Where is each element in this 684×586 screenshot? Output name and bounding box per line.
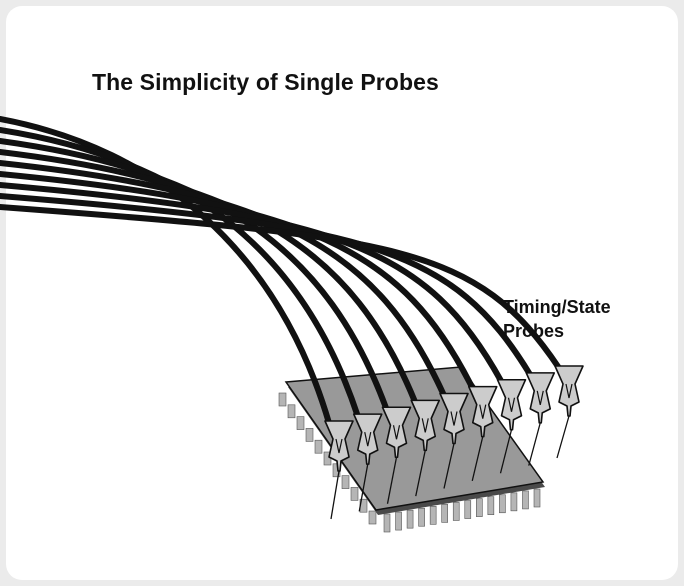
chip-pin bbox=[395, 511, 402, 531]
probe-head bbox=[381, 406, 412, 504]
chip-pin bbox=[487, 496, 495, 515]
chip-pin bbox=[287, 404, 296, 419]
probe-label: Timing/State Probes bbox=[503, 295, 611, 343]
chip-pin bbox=[533, 488, 541, 508]
chip-pin bbox=[510, 492, 518, 512]
probe-head bbox=[439, 392, 469, 489]
chip-pin bbox=[464, 500, 472, 519]
chip-pin bbox=[522, 490, 529, 510]
chip-pin bbox=[418, 507, 425, 527]
probe-head bbox=[410, 399, 441, 497]
chip-pin bbox=[383, 513, 391, 533]
chip-pin bbox=[499, 494, 506, 514]
chip-pin bbox=[441, 504, 448, 523]
probe-cable bbox=[0, 160, 447, 399]
chip-front-pins bbox=[383, 488, 541, 533]
chip-left-pins bbox=[278, 392, 377, 525]
chip-pin bbox=[305, 428, 314, 442]
probe-label-line1: Timing/State bbox=[503, 297, 611, 317]
probe-head bbox=[496, 378, 527, 474]
chip-pin bbox=[341, 475, 350, 489]
chip-pin bbox=[278, 392, 287, 407]
probe-head bbox=[352, 413, 383, 512]
chip-pin bbox=[452, 502, 460, 521]
probe-cable bbox=[0, 127, 361, 420]
chip-pin bbox=[350, 487, 359, 501]
chip-pin bbox=[476, 498, 483, 517]
chip-pin bbox=[296, 416, 305, 430]
probe-head bbox=[554, 365, 584, 459]
chip-pin bbox=[429, 506, 437, 525]
probe-head bbox=[525, 372, 556, 466]
probe-cables bbox=[0, 116, 562, 426]
chip-pin bbox=[406, 509, 414, 529]
probe-heads bbox=[324, 365, 584, 520]
probe-head bbox=[467, 385, 498, 482]
diagram-title: The Simplicity of Single Probes bbox=[92, 69, 439, 95]
probe-label-line2: Probes bbox=[503, 321, 565, 341]
chip-pin bbox=[368, 510, 377, 525]
probe-cable bbox=[0, 204, 562, 371]
probe-head bbox=[324, 420, 354, 520]
chip-pin bbox=[314, 439, 323, 454]
